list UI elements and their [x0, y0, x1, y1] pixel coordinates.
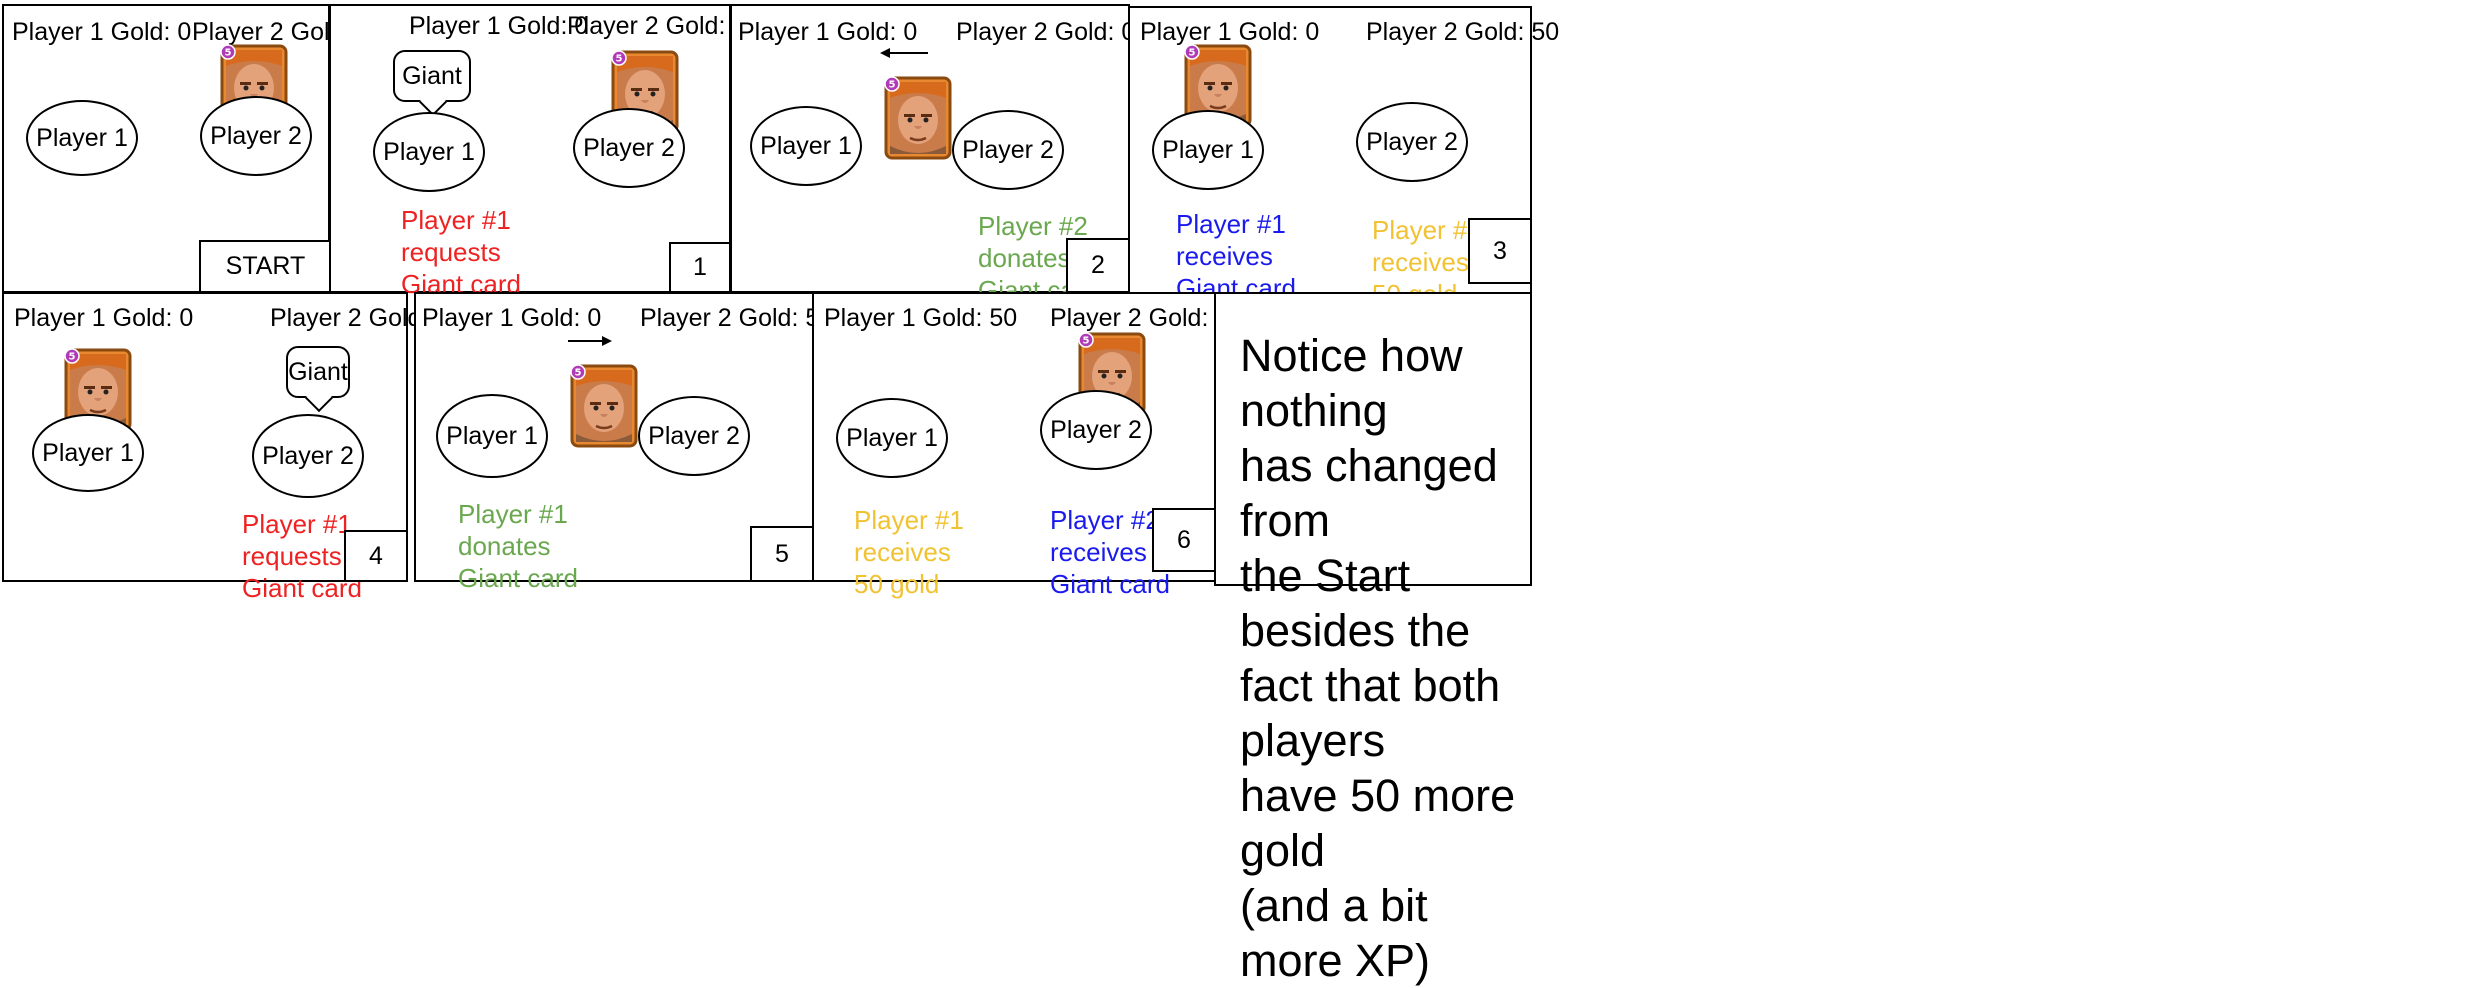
- player1-node: Player 1: [1152, 110, 1264, 190]
- player2-label: Player 2: [583, 133, 675, 162]
- step-number: 3: [1468, 218, 1532, 284]
- panel-step-6: Player 1 Gold: 50 Player 2 Gold: 50 Play…: [812, 292, 1243, 599]
- player1-gold: Player 1 Gold: 0: [422, 304, 602, 332]
- player1-node: Player 1: [750, 106, 862, 186]
- bubble-text: Giant: [402, 61, 462, 90]
- player1-node: Player 1: [836, 398, 948, 478]
- player1-label: Player 1: [42, 438, 134, 467]
- panel-step-3: Player 1 Gold: 0 Player 2 Gold: 50 Playe…: [1128, 6, 1559, 309]
- player2-gold: Player 2 Gold: 0: [567, 12, 747, 40]
- player1-label: Player 1: [760, 131, 852, 160]
- step-number-text: 6: [1177, 525, 1191, 554]
- step-caption: Player #1 donates Giant card: [458, 499, 578, 593]
- start-label: START: [199, 240, 332, 293]
- player1-label: Player 1: [36, 123, 128, 152]
- step-number: 5: [750, 526, 814, 582]
- player1-label: Player 1: [1162, 135, 1254, 164]
- receive-caption-player2: Player #2 receives Giant card: [1050, 505, 1170, 599]
- panel-step-4: Player 1 Gold: 0 Player 2 Gold: 50 Giant…: [2, 292, 463, 603]
- step-number: 1: [669, 242, 731, 293]
- player1-label: Player 1: [383, 137, 475, 166]
- arrow-icon: [568, 336, 612, 346]
- step-number: 4: [344, 530, 408, 582]
- player2-label: Player 2: [648, 421, 740, 450]
- start-text: START: [225, 252, 306, 280]
- player2-gold: Player 2 Gold: 50: [1366, 18, 1560, 46]
- player1-label: Player 1: [446, 421, 538, 450]
- player1-node: Player 1: [26, 100, 138, 176]
- step-number-text: 1: [693, 253, 707, 281]
- player2-gold: Player 2 Gold: 50: [1050, 304, 1244, 332]
- player1-gold: Player 1 Gold: 0: [14, 304, 194, 332]
- player2-node: Player 2: [952, 110, 1064, 190]
- player2-node: Player 2: [573, 108, 685, 188]
- receive-caption-player1: Player #1 receives Giant card: [1176, 209, 1296, 303]
- notice-text: Notice how nothing has changed from the …: [1240, 330, 1516, 986]
- player1-gold: Player 1 Gold: 0: [409, 12, 589, 40]
- player1-label: Player 1: [846, 423, 938, 452]
- player2-label: Player 2: [1366, 127, 1458, 156]
- player2-node: Player 2: [200, 96, 312, 176]
- player2-node: Player 2: [252, 414, 364, 498]
- step-number-text: 4: [369, 541, 383, 570]
- step-number: 2: [1066, 238, 1130, 293]
- player1-gold: Player 1 Gold: 0: [12, 18, 192, 46]
- player2-node: Player 2: [638, 396, 750, 476]
- player1-gold: Player 1 Gold: 50: [824, 304, 1018, 332]
- player2-gold: Player 2 Gold: 50: [640, 304, 834, 332]
- player2-label: Player 2: [962, 135, 1054, 164]
- step-number: 6: [1152, 508, 1216, 572]
- player2-node: Player 2: [1040, 390, 1152, 470]
- giant-card-icon: [570, 364, 638, 448]
- player1-gold: Player 1 Gold: 0: [738, 18, 918, 46]
- arrow-icon: [880, 48, 928, 58]
- player2-node: Player 2: [1356, 102, 1468, 182]
- step-caption: Player #1 requests Giant card: [401, 205, 521, 299]
- step-number-text: 5: [775, 539, 789, 568]
- panel-step-5: Player 1 Gold: 0 Player 2 Gold: 50 Playe…: [414, 292, 833, 593]
- player1-node: Player 1: [436, 394, 548, 478]
- player2-label: Player 2: [1050, 415, 1142, 444]
- player1-node: Player 1: [32, 414, 144, 492]
- player1-gold: Player 1 Gold: 0: [1140, 18, 1320, 46]
- player2-label: Player 2: [262, 441, 354, 470]
- player2-label: Player 2: [210, 121, 302, 150]
- player1-node: Player 1: [373, 112, 485, 192]
- panel-step-1: Player 1 Gold: 0 Player 2 Gold: 0 Giant …: [329, 4, 746, 299]
- request-bubble: Giant: [393, 50, 471, 102]
- notice-panel: Notice how nothing has changed from the …: [1214, 292, 1532, 986]
- player2-gold: Player 2 Gold: 0: [956, 18, 1136, 46]
- step-number-text: 3: [1493, 236, 1507, 265]
- panel-step-2: Player 1 Gold: 0 Player 2 Gold: 0 Player…: [730, 4, 1135, 305]
- request-bubble: Giant: [286, 346, 350, 398]
- panel-start: Player 1 Gold: 0 Player 2 Gold: 0 Player…: [2, 4, 371, 293]
- giant-card-icon: [884, 76, 952, 160]
- receive-caption-player1: Player #1 receives 50 gold: [854, 505, 964, 599]
- step-number-text: 2: [1091, 251, 1105, 279]
- bubble-text: Giant: [288, 357, 348, 386]
- step-caption: Player #1 requests Giant card: [242, 509, 362, 603]
